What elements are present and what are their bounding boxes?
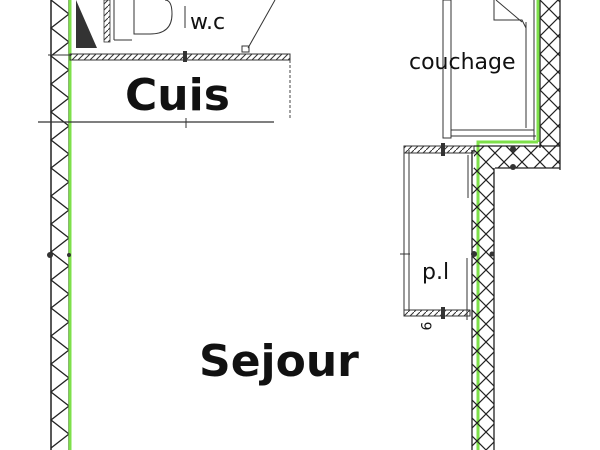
left-exterior-wall xyxy=(47,0,72,450)
wc-kitchen-partition xyxy=(48,51,291,62)
placard-top-wall xyxy=(403,143,560,170)
room-label-couchage: couchage xyxy=(409,50,516,75)
placard-area xyxy=(400,150,471,319)
kitchen-counter xyxy=(38,60,291,128)
right-exterior-wall-lower xyxy=(466,150,495,450)
dimension-mark: 6 xyxy=(419,321,436,331)
room-label-cuisine: Cuis xyxy=(125,70,230,121)
room-label-wc: w.c xyxy=(190,10,226,35)
right-exterior-wall-upper xyxy=(476,0,561,450)
room-label-sejour: Sejour xyxy=(199,336,359,387)
couchage-area xyxy=(442,0,536,140)
wc-area xyxy=(76,0,276,53)
room-label-placard: p.l xyxy=(422,260,450,285)
